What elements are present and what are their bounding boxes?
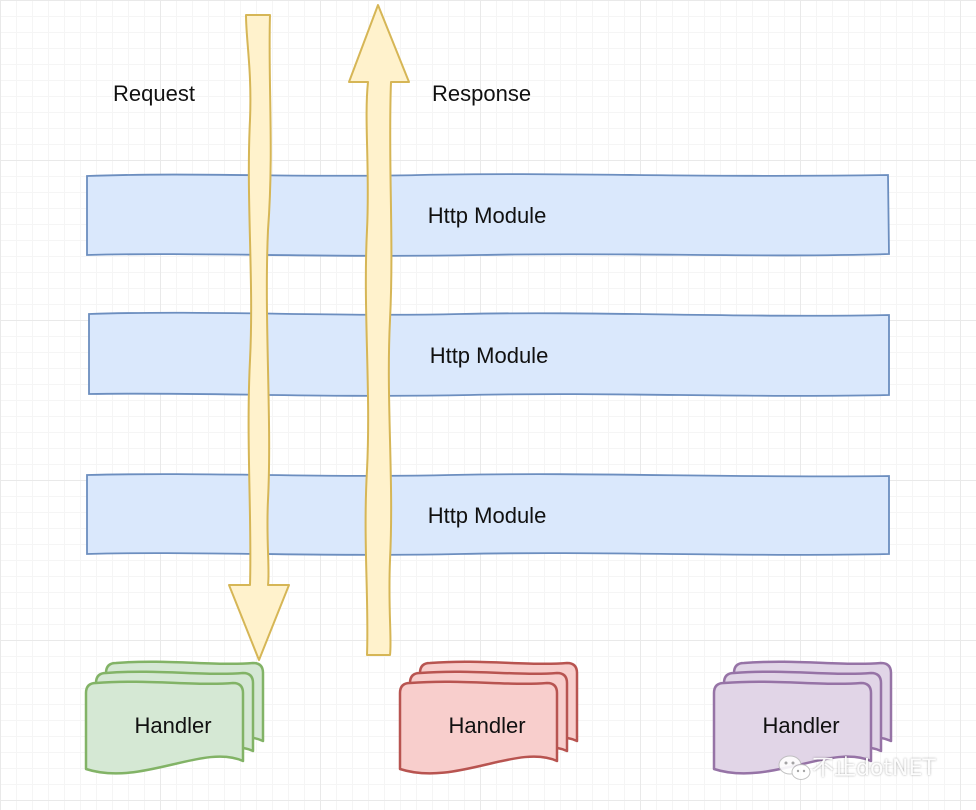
module-box — [86, 173, 890, 257]
request-label: Request — [113, 81, 195, 106]
handler-label-red: Handler — [448, 713, 526, 738]
handler-doc-layer-3 — [712, 680, 873, 775]
handler-label-green: Handler — [134, 713, 212, 738]
handler-doc-layer-3 — [84, 680, 245, 775]
request-arrow — [228, 14, 290, 661]
handler-stack-red — [398, 660, 579, 775]
module-layer-2 — [88, 311, 890, 397]
wechat-icon — [778, 755, 811, 780]
handler-doc-layer-3 — [398, 680, 559, 775]
module-layer-1 — [86, 173, 890, 257]
handler-label-purple: Handler — [762, 713, 840, 738]
response-arrow — [348, 4, 410, 656]
module-label-3: Http Module — [427, 503, 547, 528]
module-label-1: Http Module — [427, 203, 547, 228]
watermark: 不止dotNET — [812, 750, 936, 782]
handler-stack-green — [84, 660, 265, 775]
module-layer-3 — [86, 473, 890, 556]
handler-stack-purple — [712, 660, 893, 775]
module-box — [86, 473, 890, 556]
response-label: Response — [432, 81, 532, 106]
module-label-2: Http Module — [429, 343, 549, 368]
watermark-text: 不止dotNET — [812, 756, 936, 781]
module-box — [88, 311, 890, 397]
